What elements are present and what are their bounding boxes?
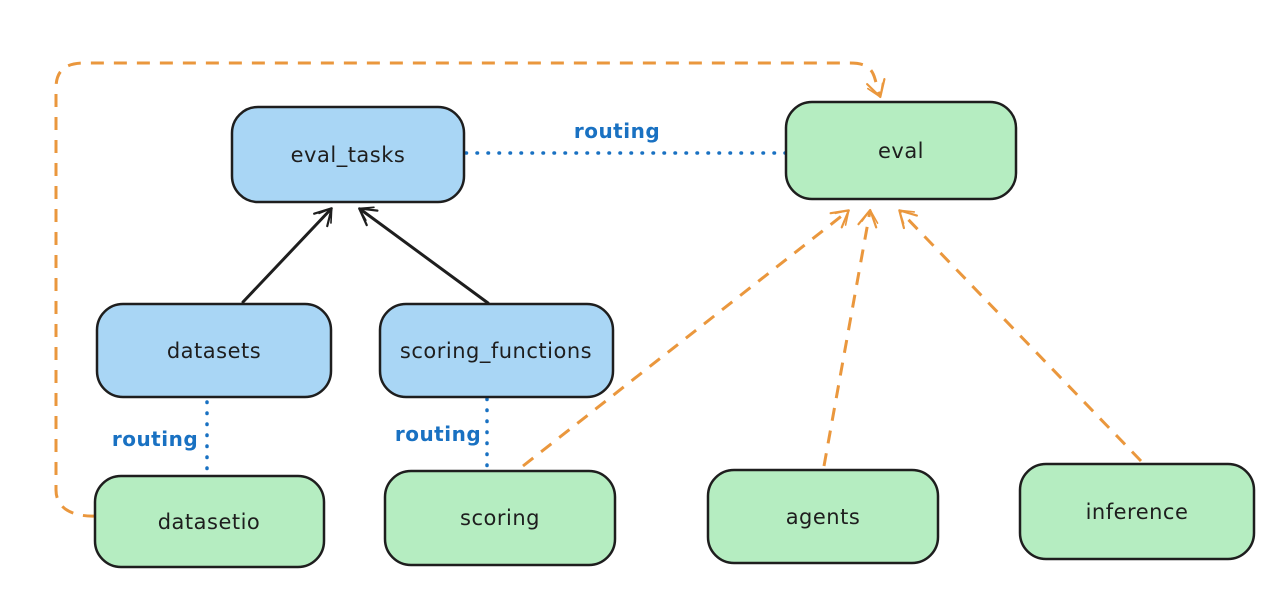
node-inference[interactable]: inference	[1018, 462, 1256, 561]
node-scoring-functions-label: scoring_functions	[400, 339, 592, 364]
routing-label-top: routing	[574, 119, 660, 143]
node-scoring-label: scoring	[460, 506, 540, 530]
node-eval-box	[784, 100, 1018, 201]
edge-datasetio-to-eval	[54, 61, 886, 518]
node-datasets-label: datasets	[167, 339, 261, 363]
node-eval[interactable]: eval	[784, 100, 1018, 201]
node-scoring-functions[interactable]: scoring_functions	[378, 302, 615, 399]
node-datasets-box	[95, 302, 333, 399]
edge-datasets-to-eval-tasks	[241, 207, 333, 304]
routing-label-middle: routing	[395, 422, 481, 446]
routing-label-left: routing	[112, 427, 198, 451]
node-scoring[interactable]: scoring	[383, 469, 617, 567]
node-eval-tasks-box	[230, 105, 466, 204]
edge-inference-to-eval	[898, 209, 1143, 463]
edge-agents-to-eval	[822, 208, 879, 467]
edge-scoring-functions-to-eval-tasks	[358, 206, 490, 305]
node-agents-box	[706, 468, 940, 565]
node-eval-tasks-label: eval_tasks	[291, 143, 406, 168]
node-agents[interactable]: agents	[706, 468, 940, 565]
node-eval-label: eval	[878, 139, 924, 163]
node-datasetio-label: datasetio	[158, 510, 261, 534]
node-eval-tasks[interactable]: eval_tasks	[230, 105, 466, 204]
node-datasets[interactable]: datasets	[95, 302, 333, 399]
node-agents-label: agents	[786, 505, 861, 529]
node-datasetio[interactable]: datasetio	[93, 474, 326, 569]
node-scoring-functions-box	[378, 302, 615, 399]
node-inference-box	[1018, 462, 1256, 561]
node-inference-label: inference	[1086, 500, 1189, 524]
node-scoring-box	[383, 469, 617, 567]
node-datasetio-box	[93, 474, 326, 569]
